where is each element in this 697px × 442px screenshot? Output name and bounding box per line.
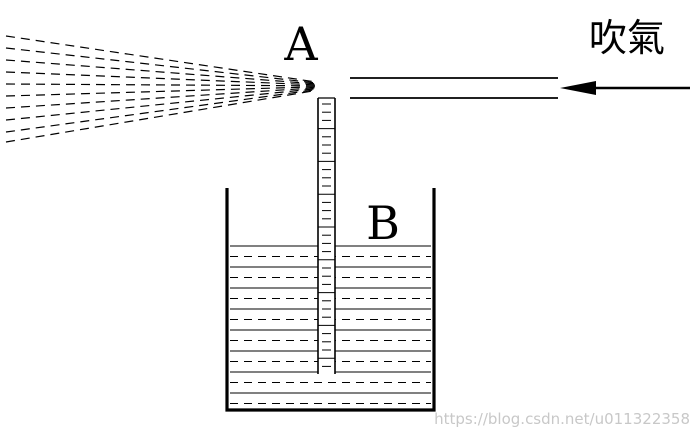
airflow-arrow-head bbox=[560, 81, 596, 95]
spray-line bbox=[5, 89, 317, 133]
airflow-arrow bbox=[560, 81, 690, 95]
spray-mist bbox=[5, 35, 317, 143]
spray-line bbox=[5, 47, 317, 84]
spray-line bbox=[5, 87, 317, 109]
spray-line bbox=[5, 83, 317, 87]
label-point-b: B bbox=[366, 196, 400, 250]
tube-liquid-column bbox=[318, 103, 335, 367]
spray-line bbox=[5, 86, 317, 97]
spray-line bbox=[5, 71, 317, 86]
spray-line bbox=[5, 35, 317, 83]
label-point-a: A bbox=[283, 17, 318, 71]
beaker bbox=[225, 188, 436, 412]
spray-line bbox=[5, 89, 317, 143]
vertical-tube bbox=[317, 97, 336, 374]
spray-line bbox=[5, 88, 317, 121]
spray-line bbox=[5, 59, 317, 85]
watermark-text: https://blog.csdn.net/u011322358 bbox=[434, 410, 690, 428]
blow-tube bbox=[350, 77, 558, 99]
label-blow-air: 吹氣 bbox=[589, 16, 665, 60]
